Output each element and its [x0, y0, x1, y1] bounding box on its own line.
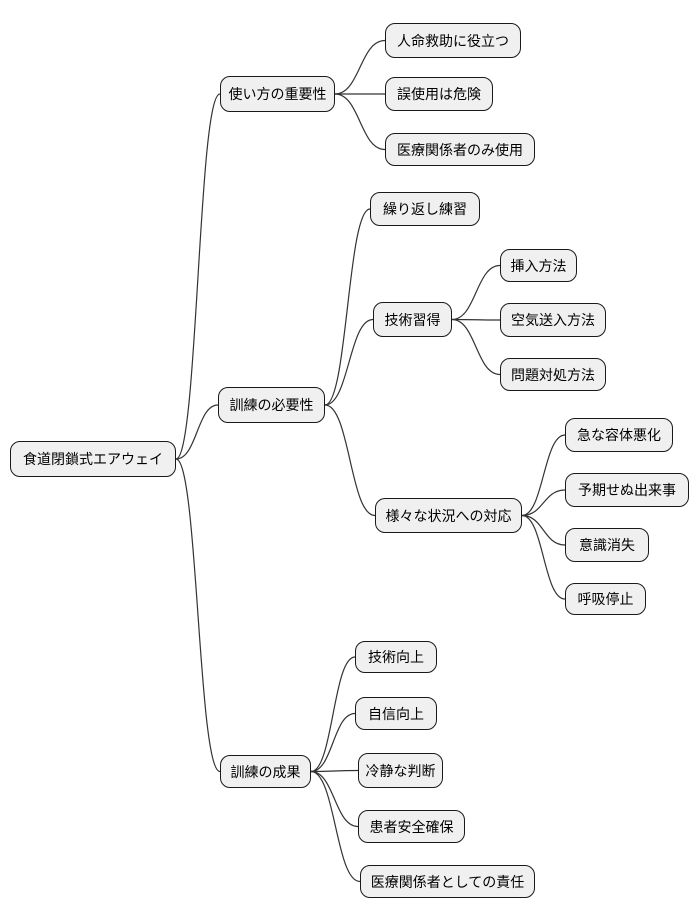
node-misuse-danger: 誤使用は危険	[385, 77, 493, 111]
node-unexpected-events: 予期せぬ出来事	[565, 473, 689, 507]
node-sudden-deterioration: 急な容体悪化	[565, 418, 673, 452]
node-training-necessity: 訓練の必要性	[218, 387, 325, 423]
edge-outcomes-skill-improvement	[310, 656, 356, 773]
node-confidence-improvement: 自信向上	[355, 697, 437, 730]
node-repeated-practice: 繰り返し練習	[370, 192, 480, 226]
node-loss-of-consciousness: 意識消失	[565, 528, 649, 562]
node-root-esophageal-obturator-airway: 食道閉鎖式エアウェイ	[10, 441, 176, 477]
node-medical-personnel-only: 医療関係者のみ使用	[385, 133, 535, 166]
edge-various-sudden-deterioration	[521, 434, 566, 517]
edge-skill-air-insufflation-method	[451, 318, 501, 321]
edge-necessity-various-situations	[324, 404, 376, 517]
edge-outcomes-confidence-improvement	[310, 712, 356, 773]
edge-root-training-outcomes	[175, 458, 221, 773]
edge-various-respiratory-arrest	[521, 514, 566, 600]
edge-various-loss-of-consciousness	[521, 514, 566, 546]
node-usage-importance: 使い方の重要性	[220, 76, 335, 112]
node-problem-handling-method: 問題対処方法	[500, 358, 606, 391]
edge-root-training-necessity	[175, 404, 219, 460]
edge-necessity-repeated-practice	[324, 208, 371, 406]
node-lifesaving: 人命救助に役立つ	[385, 23, 521, 58]
node-training-outcomes: 訓練の成果	[220, 755, 311, 788]
edge-skill-insertion-method	[451, 264, 501, 321]
node-calm-judgment: 冷静な判断	[358, 753, 443, 788]
node-patient-safety: 患者安全確保	[358, 810, 465, 843]
edge-usage-medical-personnel-only	[334, 93, 386, 151]
node-medical-responsibility: 医療関係者としての責任	[360, 865, 535, 898]
node-respiratory-arrest: 呼吸停止	[565, 583, 646, 615]
node-various-situations: 様々な状況への対応	[375, 498, 522, 533]
edge-root-usage-importance	[175, 93, 221, 460]
edge-outcomes-calm-judgment	[310, 769, 359, 773]
node-insertion-method: 挿入方法	[500, 249, 577, 282]
node-skill-improvement: 技術向上	[355, 641, 437, 673]
edge-skill-problem-handling-method	[451, 318, 501, 376]
node-air-insufflation-method: 空気送入方法	[500, 303, 606, 337]
node-skill-acquisition: 技術習得	[373, 302, 452, 337]
edge-necessity-skill-acquisition	[324, 318, 374, 406]
edge-usage-lifesaving	[334, 39, 386, 95]
edge-outcomes-patient-safety	[310, 770, 359, 828]
edge-various-unexpected-events	[521, 489, 566, 517]
edge-outcomes-medical-responsibility	[310, 770, 361, 883]
